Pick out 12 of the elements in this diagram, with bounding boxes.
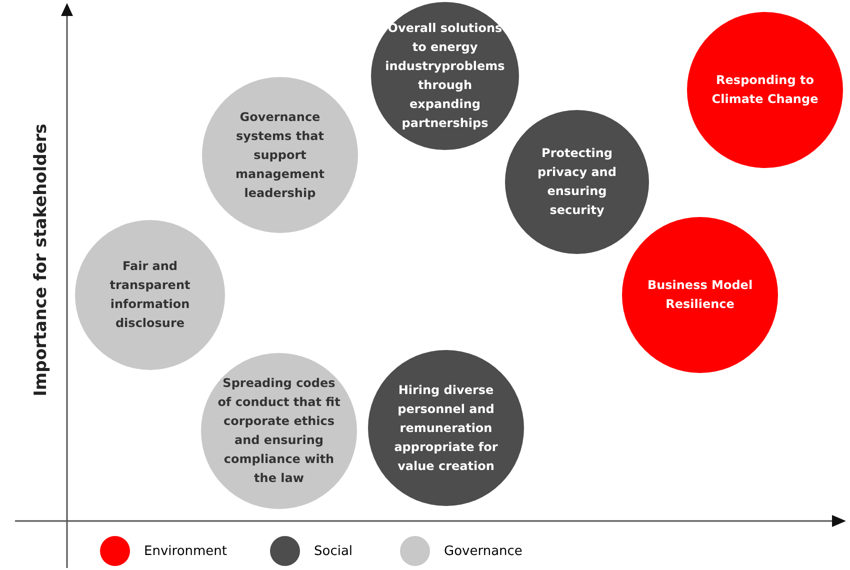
topic-label: Responding to Climate Change bbox=[710, 72, 820, 108]
topic-label: Governance systems that support management leadership bbox=[234, 108, 326, 202]
topic-label: Spreading codes of conduct that fit corporate ethics and ensuring compliance with the law bbox=[216, 375, 342, 487]
topic-label: Overall solutions to energy industryproblems through expanding partnerships bbox=[385, 20, 505, 132]
axis-title: Importance for stakeholders bbox=[31, 124, 51, 396]
topic-label: Business Model Resilience bbox=[646, 277, 754, 313]
legend-label: Environment bbox=[144, 544, 228, 558]
topic-label: Protecting privacy and ensuring security bbox=[536, 145, 618, 219]
topic-label: Hiring diverse personnel and remuneration appropriate for value creation bbox=[393, 382, 499, 474]
legend-label: Governance bbox=[444, 544, 522, 558]
legend-label: Social bbox=[314, 544, 353, 558]
topic-label: Fair and transparent information disclosure bbox=[108, 258, 192, 332]
